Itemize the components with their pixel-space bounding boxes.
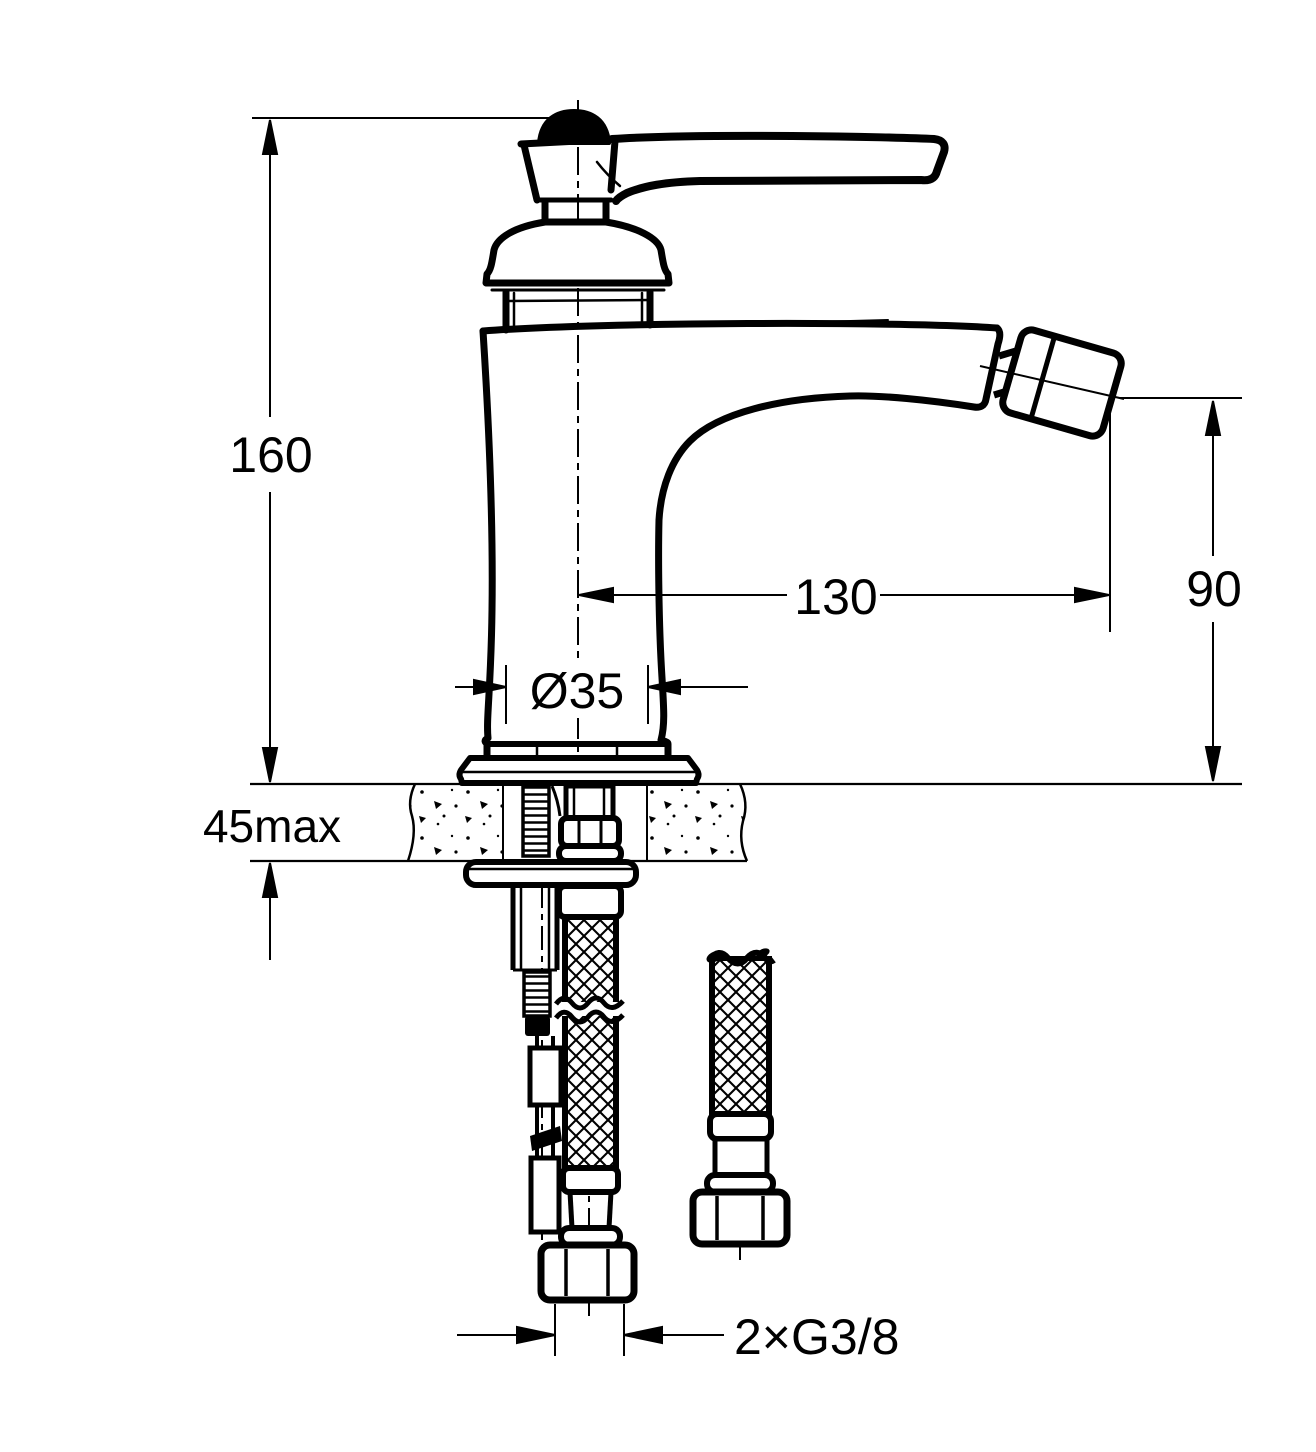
dim-130-arrow-left [578, 586, 614, 604]
hose-nut [537, 1241, 638, 1304]
loose-hose-braid [709, 955, 772, 1117]
dim-base-diameter: Ø35 [455, 662, 748, 724]
dim-overall-height: 160 [229, 117, 570, 783]
body-top-face-line [547, 319, 889, 330]
countertop-left-block [408, 784, 503, 861]
mounting-stud-assembly [510, 885, 564, 1235]
dim-35-label-mask [528, 662, 626, 718]
dim-deck-thickness: 45max [203, 800, 341, 960]
clamp-lower-body [528, 1155, 562, 1235]
dim-spout-reach: 130 [578, 400, 1111, 632]
stud-threaded-upper [521, 784, 551, 858]
cartridge-nut [558, 815, 622, 849]
dim-90-arrow-down [1204, 746, 1222, 782]
dim-outlet-height: 90 [1120, 397, 1242, 782]
loose-hose-neck [712, 1136, 770, 1179]
faucet-body-group [456, 109, 1004, 786]
hose-break-wave-bottom [553, 1009, 625, 1025]
spout-and-right-edge [655, 324, 1004, 762]
clamp-wedge [530, 1126, 562, 1151]
stud-nut-black [525, 1016, 550, 1036]
supply-hose-loose [689, 938, 791, 1248]
countertop-left-broken-edge [406, 783, 417, 862]
dim-45-arrow-up [261, 862, 279, 898]
loose-hose-curl-right [756, 948, 770, 958]
dim-35-label: Ø35 [530, 663, 625, 719]
dim-supply-connection: 2×G3/8 [457, 1304, 899, 1365]
aerator-head [999, 326, 1125, 440]
supply-hose-attached [537, 883, 638, 1304]
dim-160-label: 160 [229, 427, 312, 483]
dim-160-arrow-up [261, 119, 279, 155]
loose-hose-nut [689, 1188, 791, 1248]
loose-hose-collar [707, 1111, 774, 1142]
loose-hose-curl-left [706, 951, 722, 963]
aerator-group [979, 326, 1125, 440]
hose-break-wave-top [553, 995, 625, 1011]
dim-35-arrow-right-pointing [473, 678, 507, 696]
handle-lever [608, 131, 949, 205]
body-left-edge [479, 327, 496, 762]
countertop-right-broken-edge [738, 783, 749, 862]
dim-g38-arrow-right-pointing [516, 1325, 556, 1345]
dim-g38-label: 2×G3/8 [734, 1309, 899, 1365]
dim-130-arrow-right [1074, 586, 1110, 604]
upper-cylinder-mid-line [504, 298, 652, 303]
stud-threaded-lower [522, 970, 552, 1018]
cartridge-ring [556, 843, 624, 864]
loose-hose-cut-wave [706, 949, 776, 967]
dim-130-label: 130 [794, 569, 877, 625]
dim-90-label: 90 [1186, 561, 1242, 617]
handle-hub-left-edge [520, 141, 541, 204]
through-hole-parts [521, 783, 624, 864]
hose-braid [562, 914, 619, 1171]
countertop-right-block [647, 784, 747, 861]
hose-neck-wall [567, 1191, 575, 1229]
aerator-band-line [1029, 337, 1057, 418]
handle-hub-arc-detail [595, 160, 622, 188]
countertop-section [250, 782, 1242, 863]
spout-axis-line [979, 365, 1125, 400]
dim-45-label: 45max [203, 800, 341, 852]
clamp-bracket [527, 1045, 564, 1108]
handle-hub-top-edge [517, 135, 621, 148]
bonnet-bell [482, 218, 673, 287]
dim-160-arrow-down [261, 747, 279, 783]
dim-g38-arrow-left-pointing [623, 1325, 663, 1345]
washer-plate [463, 859, 639, 888]
hose-bottom-collar [560, 1165, 621, 1195]
dim-90-arrow-up [1204, 400, 1222, 436]
hose-top-collar [556, 883, 624, 920]
base-flange [456, 755, 702, 786]
hose-bend-line [550, 785, 562, 817]
dimension-annotations: 160 45max 130 90 [203, 117, 1242, 1365]
handle-hub-right-edge [607, 137, 619, 194]
hose-neck-wall [606, 1191, 614, 1229]
